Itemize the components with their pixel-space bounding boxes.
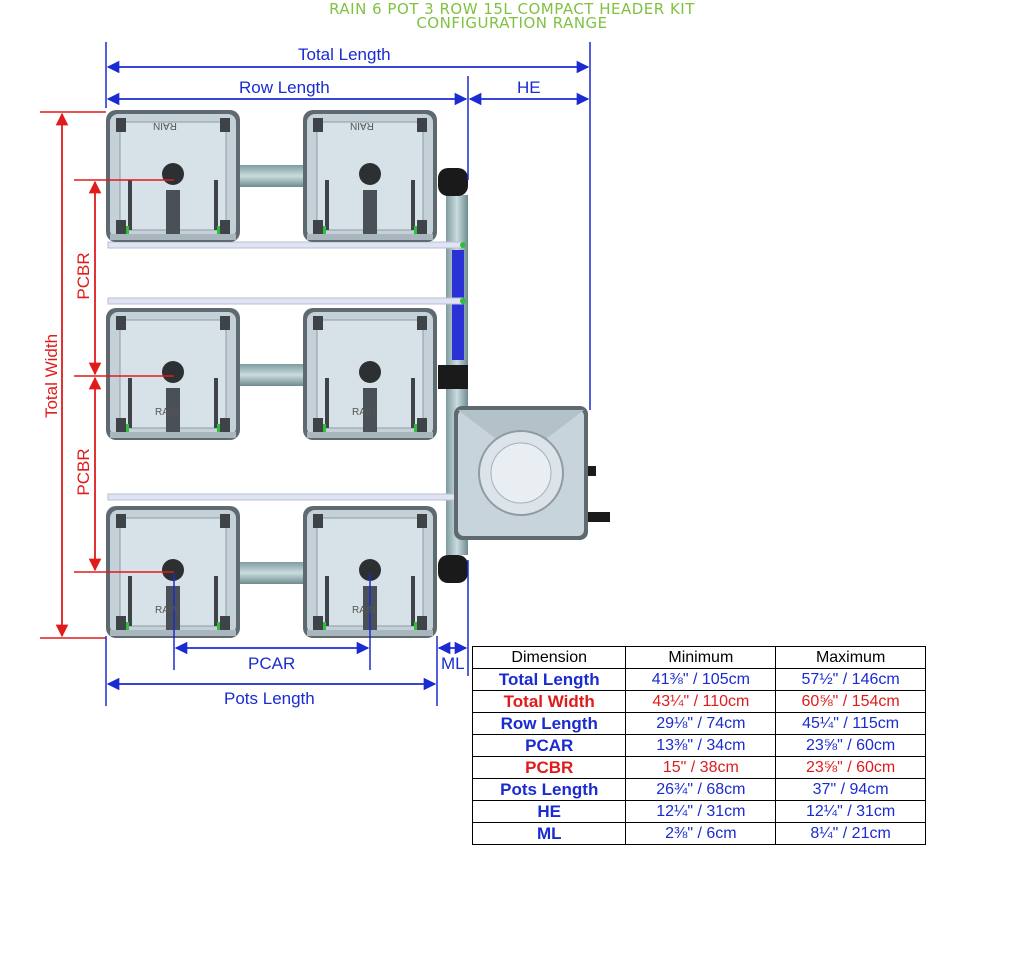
pot-logo: RAIN (155, 605, 179, 616)
table-cell-max: 12¼" / 31cm (775, 800, 926, 823)
pcbr-label-top: PCBR (74, 252, 93, 300)
table-cell-min: 12¼" / 31cm (625, 800, 777, 823)
he-label: HE (517, 78, 541, 97)
header-maximum: Maximum (775, 646, 926, 669)
pot-logo: RAIN (155, 407, 179, 418)
table-cell-max: 8¼" / 21cm (775, 822, 926, 845)
pot-logo: RAIN (350, 120, 374, 131)
header-dimension: Dimension (471, 646, 627, 669)
ml-label: ML (441, 654, 465, 673)
pot-logo: RAIN (153, 120, 177, 131)
table-cell-dimension: HE (471, 800, 627, 823)
table-cell-min: 43¼" / 110cm (625, 690, 777, 713)
table-cell-min: 15" / 38cm (625, 756, 777, 779)
pot-logo: RAIN (352, 605, 376, 616)
table-cell-dimension: Total Length (471, 668, 627, 691)
pot-logo: RAIN (352, 407, 376, 418)
total-width-label: Total Width (42, 333, 61, 419)
table-cell-min: 2⅜" / 6cm (625, 822, 777, 845)
table-cell-max: 37" / 94cm (775, 778, 926, 801)
row-length-label: Row Length (239, 78, 330, 97)
table-cell-dimension: PCAR (471, 734, 627, 757)
header-minimum: Minimum (625, 646, 777, 669)
table-cell-min: 41⅜" / 105cm (625, 668, 777, 691)
total-length-label: Total Length (298, 45, 391, 64)
table-cell-dimension: PCBR (471, 756, 627, 779)
table-cell-max: 23⅝" / 60cm (775, 756, 926, 779)
pcbr-label-bottom: PCBR (74, 448, 93, 496)
table-cell-min: 26¾" / 68cm (625, 778, 777, 801)
table-cell-min: 13⅜" / 34cm (625, 734, 777, 757)
table-cell-dimension: Row Length (471, 712, 627, 735)
table-cell-max: 23⅝" / 60cm (775, 734, 926, 757)
pots-length-label: Pots Length (224, 689, 315, 708)
table-cell-max: 45¼" / 115cm (775, 712, 926, 735)
table-cell-max: 57½" / 146cm (775, 668, 926, 691)
table-header-row: Dimension Minimum Maximum (471, 646, 926, 669)
diagram-title-line-2: CONFIGURATION RANGE (416, 14, 608, 32)
table-cell-dimension: Pots Length (471, 778, 627, 801)
table-cell-max: 60⅝" / 154cm (775, 690, 926, 713)
table-cell-dimension: ML (471, 822, 627, 845)
table-cell-min: 29⅛" / 74cm (625, 712, 777, 735)
pcar-label: PCAR (248, 654, 296, 673)
diagram-title-line-1: RAIN 6 POT 3 ROW 15L COMPACT HEADER KIT (329, 0, 695, 18)
table-cell-dimension: Total Width (471, 690, 627, 713)
